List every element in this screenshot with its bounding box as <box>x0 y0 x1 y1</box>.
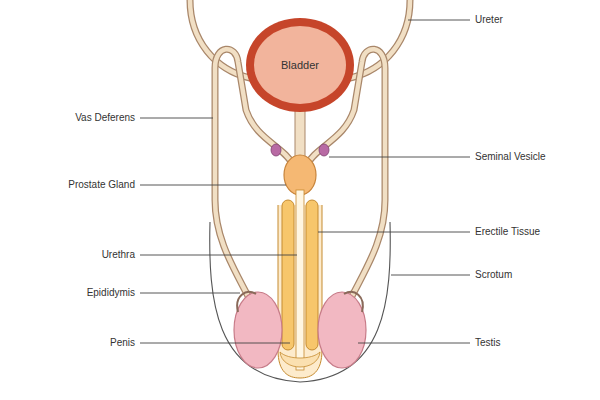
part-label: Erectile Tissue <box>475 226 540 238</box>
glans <box>280 352 320 367</box>
part-label: Epididymis <box>87 287 135 299</box>
part-label: Vas Deferens <box>75 112 135 124</box>
organ-name: Bladder <box>281 59 319 71</box>
part-label: Urethra <box>102 249 135 261</box>
prostate-gland <box>284 155 316 195</box>
testis <box>234 292 282 368</box>
part-label: Seminal Vesicle <box>475 151 546 163</box>
leader-lines <box>140 20 470 343</box>
part-label: Scrotum <box>475 269 512 281</box>
node-text-wrap: Bladder <box>245 17 355 113</box>
part-label: Prostate Gland <box>68 179 135 191</box>
bladder-organ: Bladder <box>245 17 355 113</box>
epididymis <box>344 292 363 312</box>
part-label: Ureter <box>475 14 503 26</box>
part-label: Testis <box>475 337 501 349</box>
testis <box>318 292 366 368</box>
part-label: Penis <box>110 337 135 349</box>
bladder-neck <box>295 108 305 160</box>
erectile-tissue <box>306 200 318 350</box>
erectile-tissue <box>282 200 294 350</box>
seminal-vesicles <box>271 144 329 156</box>
epididymis <box>237 292 256 312</box>
urethra-tube <box>296 190 304 370</box>
